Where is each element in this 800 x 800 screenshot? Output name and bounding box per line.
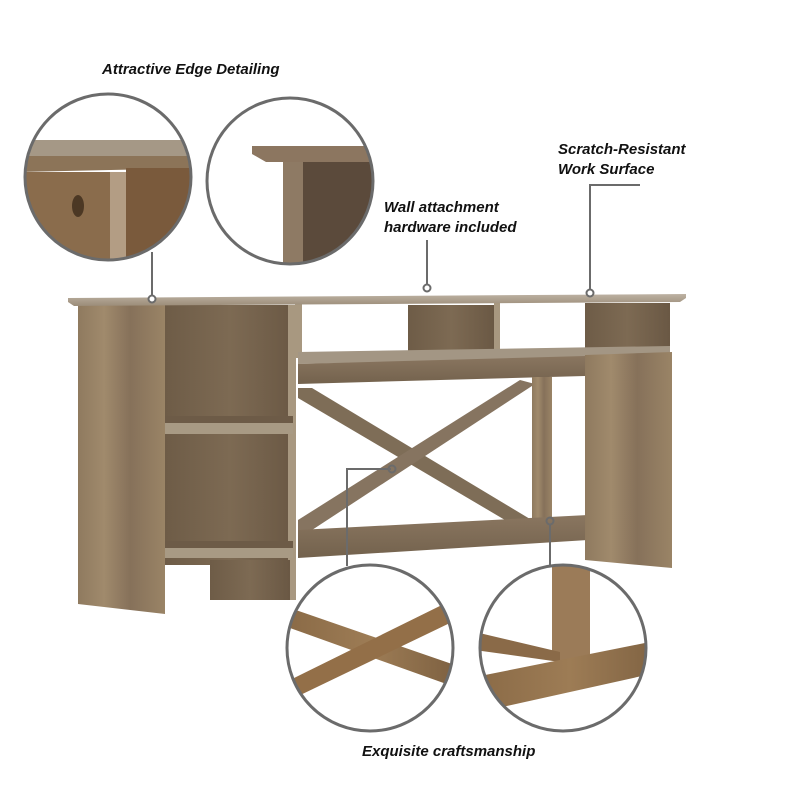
detail-circle-craft-2	[478, 563, 648, 733]
callout-label-scratch-resistant: Scratch-Resistant Work Surface	[558, 140, 686, 180]
label-line: Work Surface	[558, 161, 655, 178]
detail-circle-edge-1	[23, 92, 193, 262]
label-line: Wall attachment	[384, 199, 499, 216]
detail-circle-craft-1	[285, 563, 455, 733]
label-line: Attractive Edge Detailing	[102, 61, 280, 78]
callout-label-edge-detailing: Attractive Edge Detailing	[102, 60, 280, 80]
desk	[68, 294, 686, 614]
label-line: Scratch-Resistant	[558, 141, 686, 158]
label-line: hardware included	[384, 219, 517, 236]
callout-lines	[147, 184, 640, 566]
detail-circle-edge-2	[205, 96, 375, 266]
callout-label-craftsmanship: Exquisite craftsmanship	[362, 742, 535, 762]
label-line: Exquisite craftsmanship	[362, 743, 536, 760]
callout-label-wall-attachment: Wall attachment hardware included	[384, 198, 517, 238]
